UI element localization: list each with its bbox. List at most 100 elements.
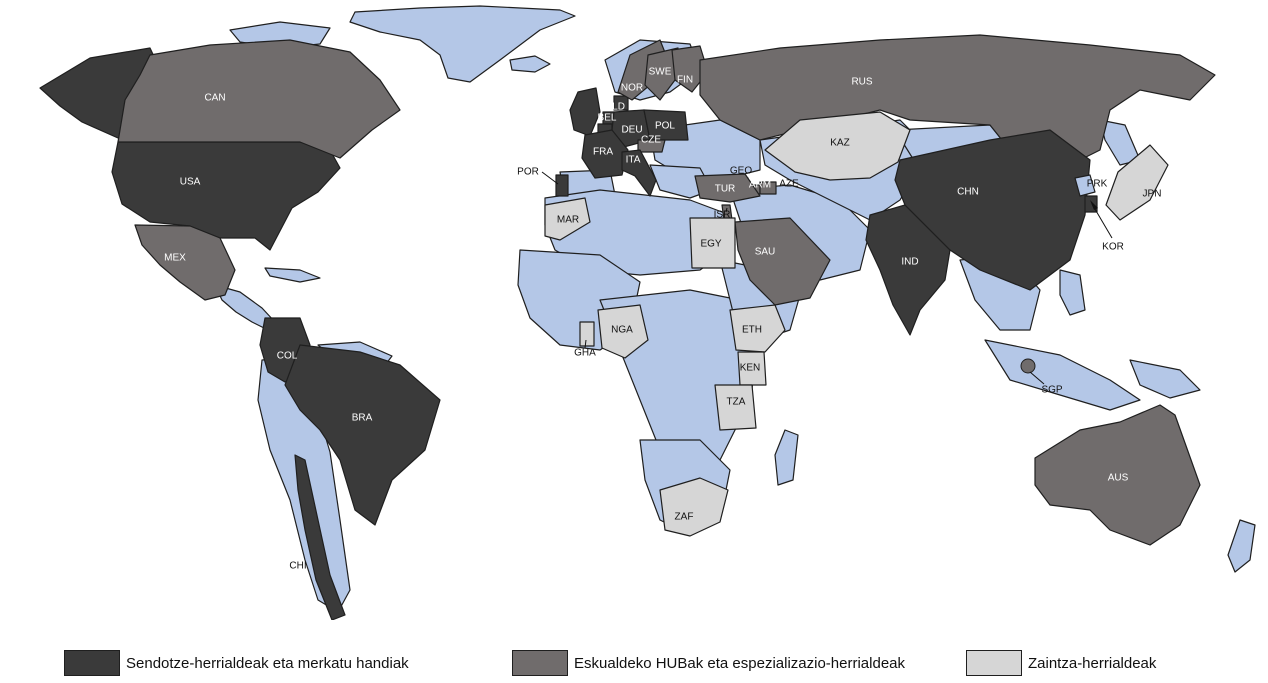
country-label-ITA: ITA xyxy=(626,155,641,166)
country-AUS xyxy=(1034,404,1201,546)
country-label-GHA: GHA xyxy=(574,348,596,359)
country-GHA xyxy=(579,321,595,347)
legend-item-light: Zaintza-herrialdeak xyxy=(966,648,1156,678)
country-MEX xyxy=(134,224,236,301)
country-label-BEL: BEL xyxy=(598,113,617,124)
landmass-iceland-land xyxy=(509,55,551,73)
country-SAU xyxy=(734,217,831,306)
country-label-JPN: JPN xyxy=(1143,189,1162,200)
country-label-GBR: GBR xyxy=(576,80,598,91)
country-TZA xyxy=(714,384,757,431)
country-label-NGA: NGA xyxy=(611,325,633,336)
country-CZE xyxy=(637,139,666,153)
country-label-DNK: DNK xyxy=(629,100,650,111)
country-label-RUS: RUS xyxy=(851,77,872,88)
country-label-BRA: BRA xyxy=(352,413,373,424)
country-label-TZA: TZA xyxy=(727,397,746,408)
country-RUS xyxy=(699,34,1216,161)
leader-line-kor xyxy=(1091,203,1113,239)
country-label-AUS: AUS xyxy=(1108,473,1129,484)
country-label-TUR: TUR xyxy=(715,184,736,195)
country-label-CAN: CAN xyxy=(204,93,225,104)
country-POR xyxy=(555,174,569,197)
country-label-IND: IND xyxy=(901,257,918,268)
country-label-CZE: CZE xyxy=(641,135,661,146)
country-KAZ xyxy=(764,111,911,181)
country-EGY xyxy=(689,217,736,269)
landmass-new-guinea xyxy=(1129,359,1201,399)
country-label-GEO: GEO xyxy=(730,166,752,177)
country-label-ETH: ETH xyxy=(742,325,762,336)
country-label-NLD: NLD xyxy=(605,102,625,113)
map-legend: Sendotze-herrialdeak eta merkatu handiak… xyxy=(0,640,1268,680)
country-KEN xyxy=(737,351,767,386)
legend-swatch-dark xyxy=(64,650,120,676)
country-CAN xyxy=(117,39,401,159)
country-ZAF xyxy=(659,477,729,537)
landmass-greenland xyxy=(349,5,576,83)
country-TUR xyxy=(694,173,761,203)
country-label-CHI: CHI xyxy=(289,561,306,572)
country-label-ZAF: ZAF xyxy=(675,512,694,523)
country-label-FRA: FRA xyxy=(593,147,613,158)
country-label-ARM: ARM xyxy=(749,180,771,191)
country-label-KEN: KEN xyxy=(740,363,761,374)
country-label-SAU: SAU xyxy=(755,247,776,258)
country-FRA xyxy=(581,129,629,179)
country-label-ISR: ISR xyxy=(714,210,731,221)
country-CHI xyxy=(294,454,346,620)
country-label-NOR: NOR xyxy=(621,83,643,94)
country-ETH xyxy=(729,304,786,353)
country-DNK xyxy=(613,95,629,111)
legend-item-medium: Eskualdeko HUBak eta espezializazio-herr… xyxy=(512,648,905,678)
leader-line-isr xyxy=(725,207,728,213)
country-label-CHN: CHN xyxy=(957,187,979,198)
country-label-USA: USA xyxy=(180,177,201,188)
country-label-FIN: FIN xyxy=(677,75,693,86)
country-SWE xyxy=(644,47,679,101)
arrowhead-kor xyxy=(1090,200,1098,210)
country-MAR xyxy=(544,197,591,241)
country-label-MAR: MAR xyxy=(557,215,579,226)
country-POL xyxy=(643,109,689,141)
leader-line-por xyxy=(541,171,559,185)
country-PRK xyxy=(1074,174,1096,197)
country-GBR xyxy=(569,87,601,137)
country-label-SWE: SWE xyxy=(649,67,672,78)
landmass-madagascar xyxy=(774,429,799,486)
country-BRA xyxy=(284,344,441,526)
country-label-SGP: SGP xyxy=(1041,385,1062,396)
legend-swatch-light xyxy=(966,650,1022,676)
country-label-KAZ: KAZ xyxy=(830,138,849,149)
country-DEU xyxy=(611,109,651,149)
landmass-caribbean xyxy=(264,267,321,283)
country-NGA xyxy=(597,304,649,359)
leader-line-gha xyxy=(584,339,587,349)
country-label-KOR: KOR xyxy=(1102,242,1124,253)
country-label-MEX: MEX xyxy=(164,253,186,264)
country-SGP xyxy=(1020,358,1036,374)
map-canvas: USA CAN MEX COL BRA CHI GBR NLD DNK BEL DEU POL CZE F… xyxy=(39,5,1256,620)
country-label-COL: COL xyxy=(277,351,298,362)
legend-label-dark: Sendotze-herrialdeak eta merkatu handiak xyxy=(126,654,409,672)
legend-label-medium: Eskualdeko HUBak eta espezializazio-herr… xyxy=(574,654,906,672)
landmass-new-zealand xyxy=(1227,519,1256,573)
legend-label-light: Zaintza-herrialdeak xyxy=(1028,654,1157,672)
landmass-arctic-islands xyxy=(229,21,331,49)
landmass-philippines xyxy=(1059,269,1086,316)
country-label-POR: POR xyxy=(517,167,539,178)
legend-swatch-medium xyxy=(512,650,568,676)
country-CHN xyxy=(894,129,1091,291)
legend-item-dark: Sendotze-herrialdeak eta merkatu handiak xyxy=(64,648,409,678)
landmass-north-africa xyxy=(544,189,736,276)
leader-line-sgp xyxy=(1029,371,1045,385)
country-label-PRK: PRK xyxy=(1087,179,1108,190)
country-label-EGY: EGY xyxy=(700,239,721,250)
country-label-AZE: AZE xyxy=(779,179,799,190)
country-label-DEU: DEU xyxy=(621,125,642,136)
country-JPN xyxy=(1105,144,1169,221)
country-label-POL: POL xyxy=(655,121,675,132)
country-AZE xyxy=(759,181,777,195)
landmass-indonesia xyxy=(984,339,1141,411)
